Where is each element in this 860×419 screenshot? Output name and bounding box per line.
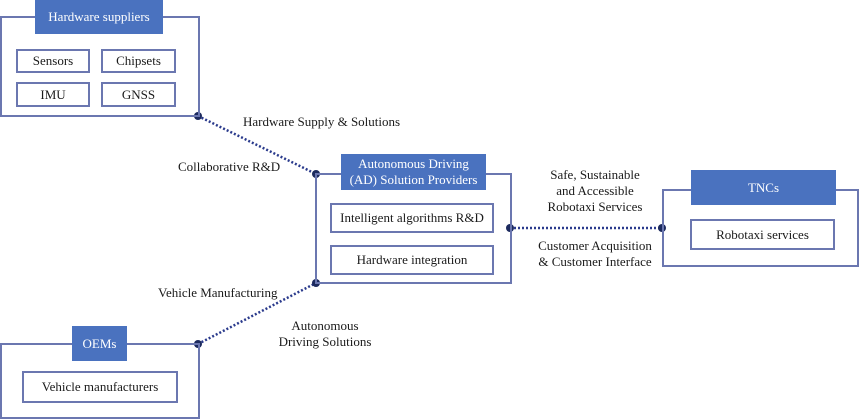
label-oem-ad-bottom-line1: Autonomous [291, 318, 359, 333]
ad-item-hardware-integration: Hardware integration [330, 245, 494, 275]
hardware-suppliers-header: Hardware suppliers [35, 0, 163, 34]
label-ad-tnc-top-line2: and Accessible [556, 183, 634, 198]
ad-providers-title-line1: Autonomous Driving [358, 156, 469, 171]
oems-header: OEMs [72, 326, 127, 361]
ad-item-algorithms: Intelligent algorithms R&D [330, 203, 494, 233]
hardware-item-chipsets: Chipsets [101, 49, 176, 73]
hardware-suppliers-title: Hardware suppliers [48, 9, 150, 24]
label-ad-solutions-block: Autonomous Driving Solutions [270, 318, 380, 350]
label-robotaxi-services-block: Safe, Sustainable and Accessible Robotax… [540, 167, 650, 215]
label-collaborative-rd: Collaborative R&D [178, 159, 281, 174]
ad-providers-title-line2: (AD) Solution Providers [349, 172, 478, 187]
oem-item-vehicle-manufacturers: Vehicle manufacturers [22, 371, 178, 403]
label-oem-ad-bottom-line2: Driving Solutions [278, 334, 372, 349]
ad-providers-header: Autonomous Driving (AD) Solution Provide… [341, 154, 486, 190]
label-ad-tnc-bottom-line1: Customer Acquisition [538, 238, 652, 253]
label-ad-tnc-bottom-line2: & Customer Interface [538, 254, 652, 269]
label-ad-tnc-top-line1: Safe, Sustainable [550, 167, 640, 182]
hardware-item-imu: IMU [16, 82, 90, 107]
connector-hardware-ad [197, 114, 317, 176]
hardware-item-sensors: Sensors [16, 49, 90, 73]
label-customer-block: Customer Acquisition & Customer Interfac… [530, 238, 660, 270]
tncs-header: TNCs [691, 170, 836, 205]
label-ad-tnc-top-line3: Robotaxi Services [547, 199, 643, 214]
oems-title: OEMs [82, 335, 117, 351]
tnc-item-robotaxi: Robotaxi services [690, 219, 835, 250]
label-vehicle-manufacturing: Vehicle Manufacturing [158, 285, 278, 300]
label-hardware-supply: Hardware Supply & Solutions [243, 114, 401, 129]
tncs-title: TNCs [747, 179, 780, 195]
hardware-item-gnss: GNSS [101, 82, 176, 107]
